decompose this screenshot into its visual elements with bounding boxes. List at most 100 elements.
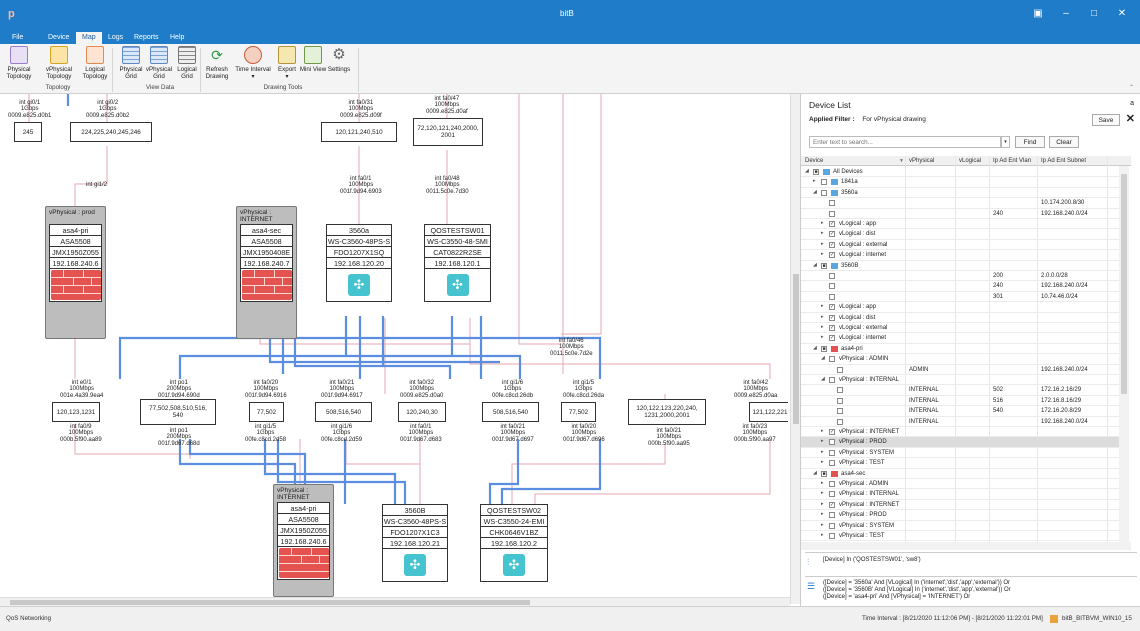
row-checkbox[interactable]	[837, 387, 843, 394]
expand-toggle-icon[interactable]: ▸	[821, 500, 824, 507]
minimize-button[interactable]: –	[1063, 8, 1069, 19]
row-checkbox[interactable]: ✓	[829, 231, 835, 238]
expand-toggle-icon[interactable]: ▸	[821, 490, 824, 497]
grid-row[interactable]: ▸✓vLogical : external	[801, 323, 1119, 334]
clear-button[interactable]: Clear	[1049, 136, 1079, 148]
refresh-drawing-button[interactable]: ⟳ Refresh Drawing	[205, 47, 229, 80]
expand-toggle-icon[interactable]: ▸	[821, 480, 824, 486]
vlan-box[interactable]: 77,502,508,510,516, 540	[140, 399, 216, 425]
row-checkbox[interactable]	[829, 293, 835, 300]
expand-toggle-icon[interactable]: ◢	[821, 376, 825, 382]
row-checkbox[interactable]	[829, 283, 835, 290]
grid-row[interactable]: ▸✓vPhysical : INTERNET	[801, 500, 1119, 511]
grid-row[interactable]: 10.174.200.8/30	[801, 198, 1119, 209]
settings-button[interactable]: ⚙ Settings	[327, 46, 351, 73]
grid-row[interactable]: ▸vPhysical : TEST	[801, 458, 1119, 469]
save-button[interactable]: Save	[1092, 114, 1120, 126]
grid-row[interactable]: ▸vPhysical : TEST	[801, 531, 1119, 542]
canvas-vertical-scrollbar[interactable]	[790, 94, 800, 604]
row-checkbox[interactable]	[829, 512, 835, 519]
row-checkbox[interactable]	[829, 460, 835, 467]
expand-toggle-icon[interactable]: ▸	[821, 334, 824, 341]
row-checkbox[interactable]	[829, 491, 835, 498]
grid-row[interactable]: ▸vPhysical : SYSTEM	[801, 448, 1119, 459]
grid-row[interactable]: ▸✓vPhysical : INTERNET	[801, 427, 1119, 438]
expand-toggle-icon[interactable]: ▸	[821, 438, 824, 445]
device-node-qostestsw02[interactable]: QOSTESTSW02 WS-C3550-24-EMI CHK0646V1BZ …	[480, 504, 548, 582]
grid-row[interactable]: ▸vPhysical : ADMIN	[801, 479, 1119, 490]
row-checkbox[interactable]: ■	[821, 262, 827, 269]
grid-horizontal-scrollbar[interactable]	[801, 542, 1131, 550]
grid-row[interactable]: ▸✓vLogical : dist	[801, 313, 1119, 323]
collapse-ribbon-icon[interactable]: ⌃	[1128, 85, 1134, 91]
row-checkbox[interactable]	[829, 481, 835, 487]
vphysical-topology-button[interactable]: vPhysical Topology	[42, 46, 76, 84]
row-checkbox[interactable]	[829, 449, 835, 456]
row-checkbox[interactable]: ✓	[829, 335, 835, 342]
grid-row[interactable]: ▸✓vLogical : app	[801, 219, 1119, 230]
vlan-box[interactable]: 72,120,121,240,2000, 2001	[413, 118, 483, 146]
vlan-box[interactable]: 508,516,540	[315, 402, 372, 422]
scroll-thumb[interactable]	[1121, 174, 1127, 394]
row-checkbox[interactable]	[829, 377, 835, 383]
row-checkbox[interactable]: ✓	[829, 221, 835, 227]
device-node-3560a[interactable]: 3560a WS-C3560-48PS-S FDO1207X1SQ 192.16…	[326, 224, 392, 302]
device-grid[interactable]: Device ▼ vPhysical vLogical Ip Ad Ent Vl…	[801, 156, 1131, 542]
row-checkbox[interactable]: ■	[821, 345, 827, 352]
expand-toggle-icon[interactable]: ▸	[821, 220, 824, 226]
row-checkbox[interactable]: ✓	[829, 252, 835, 259]
row-checkbox[interactable]: ✓	[829, 429, 835, 435]
device-node-3560b[interactable]: 3560B WS-C3560-48PS-S FDO1207X1C3 192.16…	[382, 504, 448, 582]
vlan-box[interactable]: 77,502	[561, 402, 596, 422]
physical-grid-button[interactable]: Physical Grid	[114, 46, 148, 84]
row-checkbox[interactable]	[829, 533, 835, 539]
filter-expression-simple[interactable]: ⫶ [Device] In ('QOSTESTSW01', 'sw8')	[805, 552, 1137, 576]
expand-toggle-icon[interactable]: ◢	[813, 261, 817, 268]
row-checkbox[interactable]	[829, 273, 835, 279]
row-checkbox[interactable]	[829, 522, 835, 529]
expand-toggle-icon[interactable]: ◢	[821, 355, 825, 362]
row-checkbox[interactable]: ✓	[829, 501, 835, 508]
expand-toggle-icon[interactable]: ▸	[821, 511, 824, 518]
restore-pane-icon[interactable]: ▣	[1033, 8, 1043, 19]
expand-toggle-icon[interactable]: ▸	[821, 303, 824, 310]
filter-icon[interactable]: ▼	[899, 158, 904, 164]
row-checkbox[interactable]: ✓	[829, 325, 835, 331]
menu-help[interactable]: Help	[170, 34, 185, 41]
logical-grid-button[interactable]: Logical Grid	[170, 46, 204, 84]
chevron-down-icon[interactable]: ▾	[1001, 136, 1010, 148]
expand-toggle-icon[interactable]: ◢	[813, 188, 817, 195]
row-checkbox[interactable]	[837, 408, 843, 415]
expand-toggle-icon[interactable]: ◢	[813, 344, 817, 351]
grid-row[interactable]: ◢3560a	[801, 188, 1119, 199]
grid-row[interactable]: ▸✓vLogical : app	[801, 302, 1119, 313]
grid-row[interactable]: ◢vPhysical : ADMIN	[801, 354, 1119, 365]
row-checkbox[interactable]: ■	[821, 470, 827, 477]
vlan-box[interactable]: 120,121,240,510	[321, 122, 397, 142]
scroll-thumb[interactable]	[10, 600, 530, 605]
expand-toggle-icon[interactable]: ◢	[813, 469, 817, 476]
mini-view-button[interactable]: Mini View	[296, 46, 330, 84]
column-header-vphysical[interactable]: vPhysical	[909, 158, 935, 164]
grid-row[interactable]: ◢■3560B	[801, 261, 1119, 271]
export-button[interactable]: Export ▾	[270, 46, 304, 84]
logical-topology-button[interactable]: Logical Topology	[78, 46, 112, 84]
grid-row[interactable]: ▸vPhysical : SYSTEM	[801, 521, 1119, 531]
grid-vertical-scrollbar[interactable]	[1119, 166, 1129, 542]
column-header-subnet[interactable]: Ip Ad Ent Subnet	[1041, 158, 1087, 164]
column-header-vlogical[interactable]: vLogical	[959, 158, 982, 164]
row-checkbox[interactable]	[837, 397, 843, 404]
row-checkbox[interactable]	[829, 200, 835, 207]
grid-row[interactable]: ▸vPhysical : PROD	[801, 437, 1119, 448]
maximize-button[interactable]: □	[1090, 8, 1098, 19]
column-header-device[interactable]: Device	[805, 158, 824, 164]
row-checkbox[interactable]: ✓	[829, 241, 835, 248]
column-header-vlan[interactable]: Ip Ad Ent Vlan	[993, 158, 1032, 164]
grid-row[interactable]: ▸vPhysical : PROD	[801, 510, 1119, 521]
